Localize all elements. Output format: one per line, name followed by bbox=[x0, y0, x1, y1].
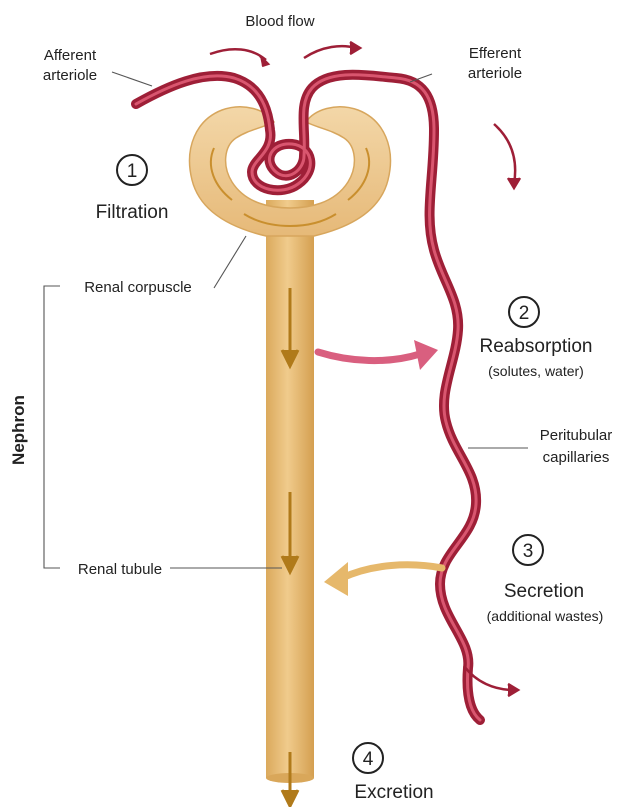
peritubular-label-line1: Peritubular bbox=[540, 427, 613, 444]
reabsorption-arrow bbox=[318, 340, 438, 370]
step-2-detail: (solutes, water) bbox=[488, 363, 584, 379]
blood-flow-label: Blood flow bbox=[245, 13, 314, 30]
step-2-title: Reabsorption bbox=[479, 336, 592, 357]
step-filtration: 1 Filtration bbox=[96, 155, 169, 223]
step-1-title: Filtration bbox=[96, 202, 169, 223]
step-excretion: 4 Excretion bbox=[353, 743, 434, 803]
efferent-label-line2: arteriole bbox=[468, 65, 522, 82]
step-2-number: 2 bbox=[519, 303, 530, 324]
afferent-label-line1: Afferent bbox=[44, 47, 97, 64]
nephron-label: Nephron bbox=[9, 395, 28, 465]
renal-tubule-label: Renal tubule bbox=[78, 561, 162, 578]
step-reabsorption: 2 Reabsorption (solutes, water) bbox=[479, 297, 592, 379]
step-3-title: Secretion bbox=[504, 581, 584, 602]
step-3-number: 3 bbox=[523, 541, 534, 562]
step-1-number: 1 bbox=[127, 161, 138, 182]
renal-tubule-shape bbox=[266, 200, 314, 783]
afferent-label-line2: arteriole bbox=[43, 67, 97, 84]
secretion-arrow bbox=[324, 562, 442, 596]
peritubular-label-line2: capillaries bbox=[543, 449, 610, 466]
step-4-title: Excretion bbox=[354, 782, 433, 803]
renal-corpuscle-label: Renal corpuscle bbox=[84, 279, 192, 296]
step-secretion: 3 Secretion (additional wastes) bbox=[487, 535, 604, 624]
step-3-detail: (additional wastes) bbox=[487, 608, 604, 624]
step-4-number: 4 bbox=[363, 749, 374, 770]
efferent-label-line1: Efferent bbox=[469, 45, 522, 62]
